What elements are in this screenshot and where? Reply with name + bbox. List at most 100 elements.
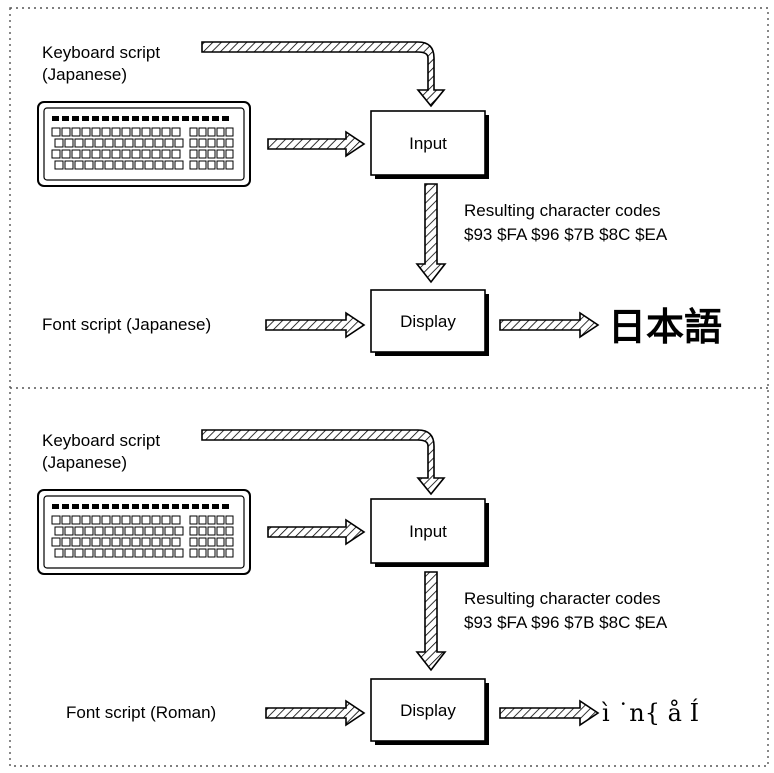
keyboard-key <box>62 116 69 121</box>
keyboard-key <box>151 537 161 547</box>
keyboard-key <box>162 116 169 121</box>
keyboard-key <box>207 160 216 170</box>
keyboard-key <box>216 548 225 558</box>
keyboard-key <box>225 160 234 170</box>
keyboard-key <box>114 526 124 536</box>
keyboard-key <box>212 504 219 509</box>
keyboard-key <box>124 138 134 148</box>
keyboard-key <box>54 526 64 536</box>
keyboard-key <box>84 138 94 148</box>
keyboard-key <box>164 526 174 536</box>
input-box <box>370 498 486 564</box>
keyboard-key <box>207 138 216 148</box>
keyboard-key <box>114 138 124 148</box>
keyboard-key <box>72 504 79 509</box>
keyboard-key <box>216 515 225 525</box>
keyboard-key <box>64 138 74 148</box>
keyboard-key <box>207 548 216 558</box>
keyboard-key <box>122 116 129 121</box>
keyboard-script-label: Keyboard script <box>42 43 160 62</box>
keyboard-key <box>216 127 225 137</box>
keyboard-key <box>72 116 79 121</box>
hatched-arrow-icon <box>415 571 447 672</box>
keyboard-key <box>84 548 94 558</box>
keyboard-key <box>81 537 91 547</box>
keyboard-key <box>161 149 171 159</box>
keyboard-key <box>144 548 154 558</box>
keyboard-key <box>154 138 164 148</box>
keyboard-key <box>171 537 181 547</box>
hatched-arrow-icon <box>415 183 447 284</box>
keyboard-key <box>81 149 91 159</box>
keyboard-key <box>151 127 161 137</box>
keyboard-key <box>207 149 216 159</box>
keyboard-key <box>121 127 131 137</box>
keyboard-icon <box>37 101 251 187</box>
keyboard-key <box>102 116 109 121</box>
hatched-arrow-icon <box>499 311 600 339</box>
font-script-label: Font script (Roman) <box>66 703 216 722</box>
output-glyphs: ì ˙n{ å Í <box>601 698 699 727</box>
keyboard-key <box>101 149 111 159</box>
keyboard-key <box>51 537 61 547</box>
keyboard-key <box>84 526 94 536</box>
keyboard-key <box>161 537 171 547</box>
keyboard-key <box>202 116 209 121</box>
keyboard-key <box>171 149 181 159</box>
keyboard-key <box>198 138 207 148</box>
keyboard-key <box>189 138 198 148</box>
keyboard-key <box>51 515 61 525</box>
hatched-arrow-icon <box>201 429 446 496</box>
keyboard-key <box>198 149 207 159</box>
keyboard-key <box>174 548 184 558</box>
display-box <box>370 678 486 742</box>
keyboard-key <box>216 160 225 170</box>
keyboard-key <box>101 515 111 525</box>
keyboard-key <box>61 149 71 159</box>
keyboard-key <box>111 149 121 159</box>
keyboard-key <box>144 526 154 536</box>
keyboard-key <box>104 160 114 170</box>
keyboard-key <box>189 149 198 159</box>
keyboard-key <box>207 537 216 547</box>
keyboard-key <box>174 138 184 148</box>
keyboard-key <box>74 138 84 148</box>
keyboard-key <box>62 504 69 509</box>
keyboard-key <box>52 504 59 509</box>
keyboard-key <box>141 127 151 137</box>
hatched-arrow-icon <box>201 41 446 108</box>
keyboard-key <box>225 515 234 525</box>
result-codes-label: Resulting character codes <box>464 589 661 608</box>
keyboard-key <box>192 504 199 509</box>
hatched-arrow-icon <box>267 130 366 158</box>
keyboard-script-sublabel: (Japanese) <box>42 453 127 472</box>
keyboard-key <box>164 160 174 170</box>
keyboard-key <box>81 127 91 137</box>
keyboard-key <box>164 138 174 148</box>
keyboard-key <box>51 127 61 137</box>
keyboard-key <box>189 526 198 536</box>
keyboard-key <box>131 515 141 525</box>
keyboard-key <box>171 127 181 137</box>
keyboard-key <box>189 515 198 525</box>
keyboard-key <box>134 526 144 536</box>
keyboard-key <box>174 160 184 170</box>
font-script-label: Font script (Japanese) <box>42 315 211 334</box>
keyboard-key <box>141 537 151 547</box>
keyboard-key <box>202 504 209 509</box>
keyboard-key <box>189 160 198 170</box>
keyboard-key <box>111 127 121 137</box>
keyboard-key <box>111 515 121 525</box>
keyboard-key <box>171 515 181 525</box>
keyboard-key <box>172 504 179 509</box>
display-label: Display <box>400 312 456 331</box>
keyboard-key <box>121 537 131 547</box>
keyboard-key <box>161 127 171 137</box>
keyboard-key <box>91 537 101 547</box>
keyboard-key <box>225 138 234 148</box>
keyboard-key <box>182 504 189 509</box>
keyboard-key <box>54 138 64 148</box>
panel-top: Keyboard script (Japanese) Input Resulti… <box>37 41 722 356</box>
keyboard-key <box>222 504 229 509</box>
